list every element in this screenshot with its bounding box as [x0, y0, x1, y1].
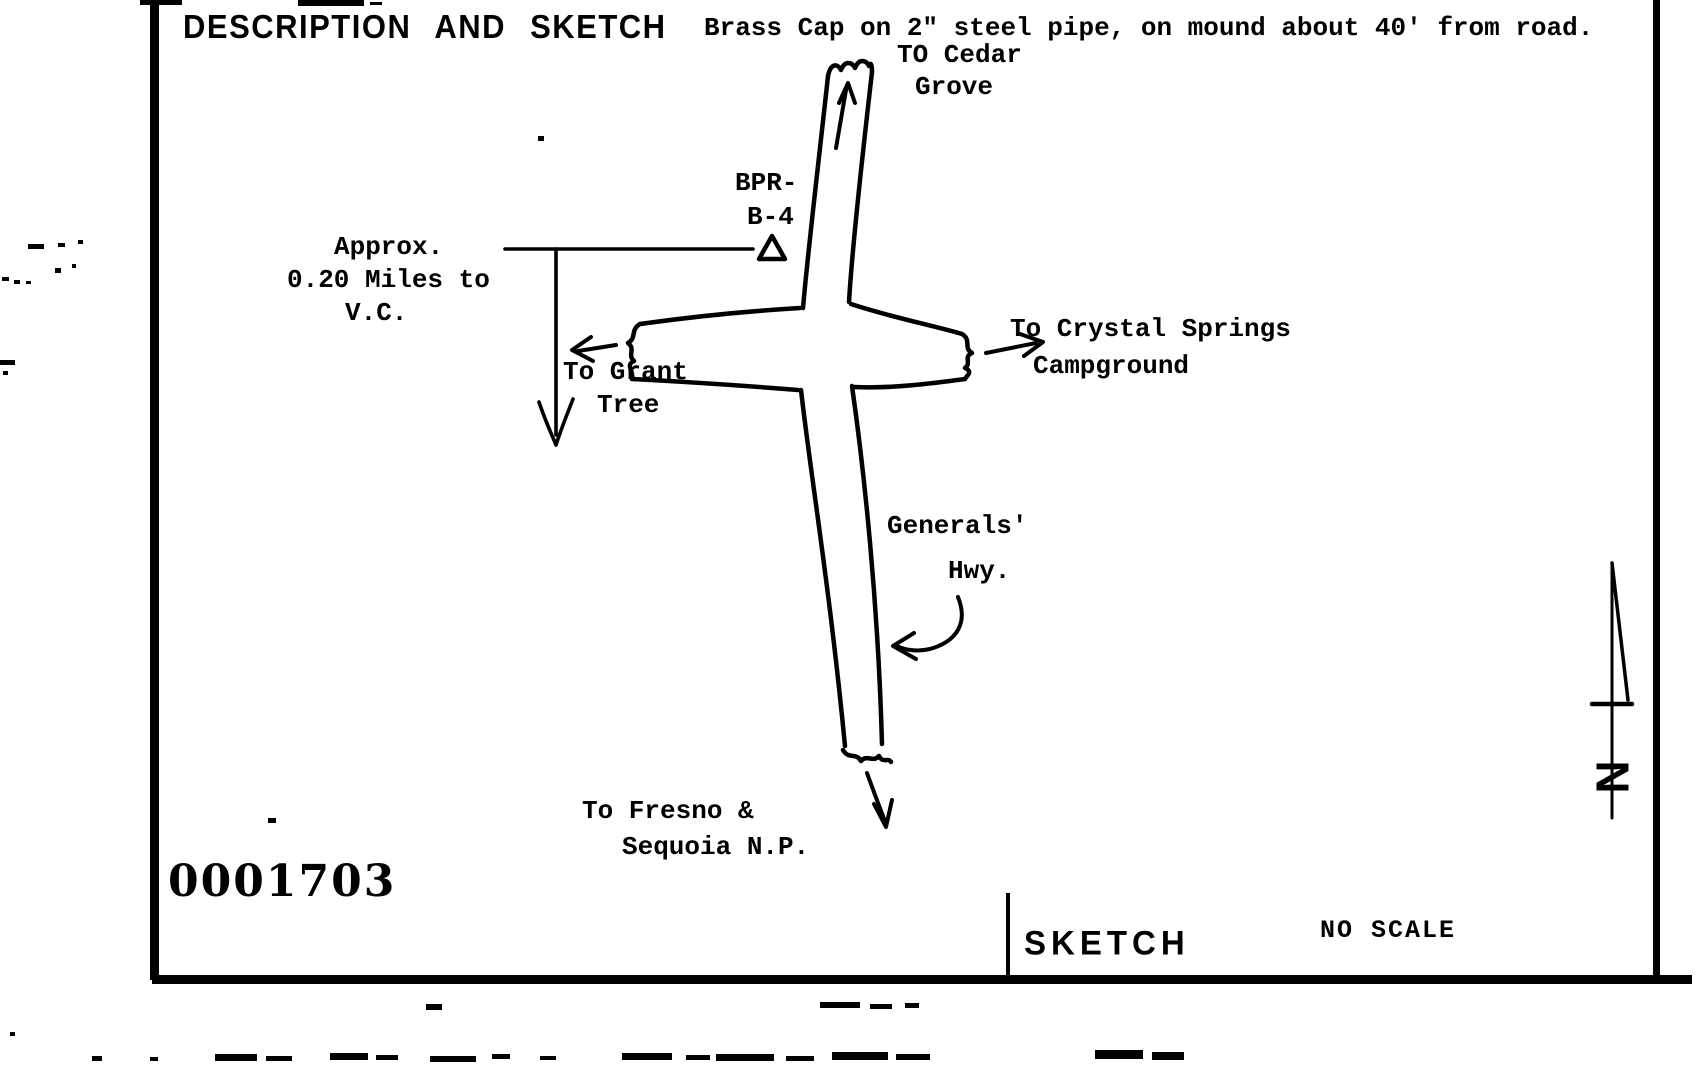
scan-noise — [538, 136, 544, 141]
road-cross-road — [625, 301, 975, 393]
north-arrow — [1589, 561, 1635, 820]
scan-noise — [492, 1054, 510, 1059]
crossroad-top-left-edge — [637, 305, 803, 327]
arrow-head — [891, 631, 918, 661]
footer-section-label: SKETCH — [1024, 923, 1190, 962]
scan-noise — [28, 244, 44, 249]
road-upper-right-edge — [846, 69, 875, 305]
label-highway-line1: Generals' — [887, 511, 1028, 541]
scale-note: NO SCALE — [1320, 916, 1457, 945]
scan-noise — [370, 2, 382, 5]
scan-noise — [140, 0, 182, 5]
scan-noise — [786, 1056, 814, 1061]
scan-noise — [78, 240, 83, 244]
arrow-shaft — [895, 595, 964, 653]
crossroad-top-right-edge — [848, 301, 965, 337]
arrow-shaft — [984, 341, 1038, 355]
label-approx-line2: 0.20 Miles to — [287, 265, 490, 295]
crossroad-right-torn-edge — [959, 331, 975, 382]
leader-down-arrow-head — [537, 397, 575, 447]
road-bottom-torn-edge — [840, 747, 894, 765]
direction-arrow-grant-tree-left — [570, 335, 618, 363]
scan-noise — [26, 281, 31, 284]
frame-border-bottom — [152, 975, 1692, 984]
direction-arrow-crystal-springs-right — [984, 332, 1045, 358]
crossroad-left-torn-edge — [625, 321, 643, 382]
crossroad-bottom-left-edge — [629, 376, 801, 393]
arrow-head — [570, 335, 595, 363]
north-letter: N — [1586, 760, 1639, 794]
scan-noise — [832, 1052, 888, 1060]
road-generals-highway — [798, 58, 894, 765]
scan-noise — [3, 371, 8, 375]
scan-noise — [686, 1055, 710, 1060]
scan-noise — [268, 818, 276, 823]
label-highway-line2: Hwy. — [948, 556, 1011, 586]
scan-noise — [376, 1055, 398, 1060]
label-to-fresno-line2: Sequoia N.P. — [622, 832, 810, 862]
arrow-shaft — [834, 88, 848, 150]
scan-noise — [330, 1053, 368, 1060]
road-lower-right-edge — [849, 383, 885, 747]
label-approx-line1: Approx. — [334, 232, 444, 262]
triangle-station-marker — [756, 233, 788, 262]
station-designation-line1: BPR- — [735, 168, 798, 198]
footer-divider — [1006, 893, 1010, 977]
arrow-shaft — [865, 771, 888, 826]
scan-noise — [0, 360, 15, 365]
label-to-cedar-line2: Grove — [915, 72, 994, 102]
scan-noise — [215, 1054, 257, 1061]
scan-noise — [92, 1056, 102, 1061]
scan-noise — [540, 1056, 556, 1060]
frame-border-right — [1653, 0, 1660, 980]
label-to-crystal-line2: Campground — [1033, 351, 1190, 381]
scan-noise — [1095, 1050, 1143, 1059]
label-to-crystal-line1: To Crystal Springs — [1010, 314, 1291, 344]
serial-number-stamp: 0001703 — [168, 856, 397, 907]
arrow-head — [837, 81, 857, 105]
scan-noise — [298, 0, 364, 6]
arrow-head — [1018, 332, 1045, 358]
label-to-grant-line1: To Grant — [563, 357, 688, 387]
direction-arrow-fresno-down — [865, 771, 894, 829]
crossroad-bottom-right-edge — [851, 376, 968, 390]
scan-noise — [622, 1053, 672, 1060]
label-to-grant-line2: Tree — [597, 390, 660, 420]
distance-leader-lines — [503, 247, 755, 447]
scan-noise — [1152, 1052, 1184, 1060]
road-upper-left-edge — [800, 73, 831, 311]
road-top-torn-edge — [825, 58, 875, 79]
scan-noise — [426, 1004, 442, 1010]
scan-noise — [266, 1056, 292, 1061]
scan-noise — [72, 264, 76, 268]
scan-noise — [870, 1004, 892, 1009]
scan-noise — [896, 1054, 930, 1060]
scan-noise — [58, 243, 65, 247]
scan-noise — [14, 280, 20, 284]
station-designation-line2: B-4 — [747, 202, 794, 232]
label-to-fresno-line1: To Fresno & — [582, 796, 754, 826]
scan-noise — [2, 277, 9, 281]
title-annotation: Brass Cap on 2" steel pipe, on mound abo… — [704, 13, 1594, 43]
section-title: DESCRIPTION AND SKETCH — [183, 8, 667, 46]
scan-noise — [150, 1057, 158, 1061]
frame-border-left — [150, 0, 159, 980]
direction-arrow-north-up — [834, 81, 857, 150]
arrow-shaft — [576, 343, 618, 353]
scan-noise — [55, 268, 61, 273]
highway-callout-arrow — [891, 595, 964, 661]
scan-noise — [10, 1032, 15, 1036]
north-arrow-blade — [1610, 561, 1630, 702]
scan-noise — [905, 1003, 919, 1008]
label-to-cedar-line1: TO Cedar — [897, 40, 1022, 70]
label-approx-line3: V.C. — [345, 298, 408, 328]
arrow-head — [872, 798, 894, 829]
road-lower-left-edge — [798, 387, 848, 749]
scan-noise — [716, 1054, 774, 1061]
scan-noise — [820, 1002, 860, 1008]
scan-noise — [430, 1056, 476, 1062]
